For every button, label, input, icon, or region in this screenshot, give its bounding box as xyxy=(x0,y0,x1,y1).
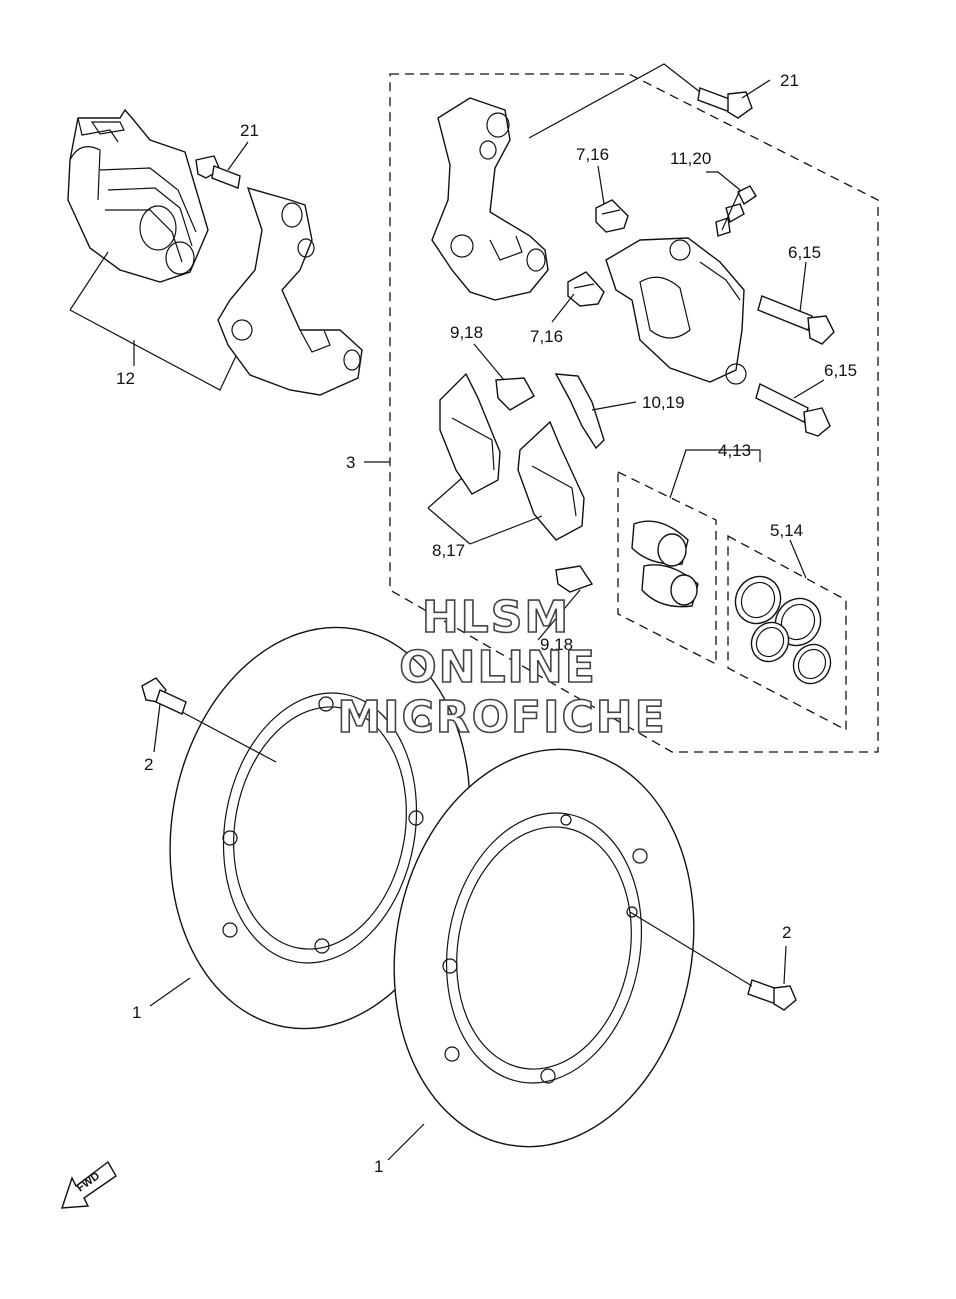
disc-bolt-2-right xyxy=(747,979,797,1011)
label-21-right: 21 xyxy=(780,71,799,90)
label-2-right: 2 xyxy=(782,923,791,942)
watermark-line-3: MICROFICHE xyxy=(337,692,666,743)
label-6-15-upper: 6,15 xyxy=(788,243,821,262)
pin-6-15-upper xyxy=(757,295,835,345)
label-7-16-upper: 7,16 xyxy=(576,145,609,164)
watermark: HLSM ONLINE MICROFICHE xyxy=(337,591,666,744)
right-caliper-body xyxy=(605,237,747,385)
bolt-21-right xyxy=(697,87,753,119)
fwd-arrow-icon: FWD xyxy=(61,1160,117,1209)
label-11-20: 11,20 xyxy=(670,149,711,168)
seals-5-14 xyxy=(734,575,832,685)
pad-spring-9-18-lower xyxy=(555,565,594,593)
label-9-18-lower: 9,18 xyxy=(540,635,573,654)
pad-spring-9-18-upper xyxy=(495,377,535,411)
boot-7-16-lower xyxy=(567,271,605,307)
label-7-16-lower: 7,16 xyxy=(530,327,563,346)
assembly-3-outline xyxy=(389,73,879,753)
label-9-18-upper: 9,18 xyxy=(450,323,483,342)
label-4-13: 4,13 xyxy=(718,441,751,460)
label-21-left: 21 xyxy=(240,121,259,140)
piston-box-4-13 xyxy=(617,470,717,666)
pistons-4-13 xyxy=(631,520,699,608)
pad-clip-10-19 xyxy=(554,373,605,450)
brake-disc-upper xyxy=(169,626,471,1030)
seal-box-5-14 xyxy=(727,534,847,732)
leader-lines xyxy=(69,63,825,1161)
boot-7-16-upper xyxy=(595,199,629,233)
brake-disc-lower xyxy=(393,748,695,1148)
left-caliper-bracket xyxy=(217,186,363,396)
label-2-left: 2 xyxy=(144,755,153,774)
watermark-line-2: ONLINE xyxy=(399,642,597,693)
brake-pads-8-17 xyxy=(439,372,585,541)
bleed-screw-11-20 xyxy=(715,185,757,237)
label-1-upper: 1 xyxy=(132,1003,141,1022)
label-1-lower: 1 xyxy=(374,1157,383,1176)
label-12: 12 xyxy=(116,369,135,388)
label-8-17: 8,17 xyxy=(432,541,465,560)
watermark-line-1: HLSM xyxy=(422,592,570,643)
label-3: 3 xyxy=(346,453,355,472)
left-caliper xyxy=(67,108,209,283)
label-6-15-lower: 6,15 xyxy=(824,361,857,380)
disc-bolt-2-left xyxy=(141,677,187,715)
label-10-19: 10,19 xyxy=(642,393,685,412)
label-5-14: 5,14 xyxy=(770,521,803,540)
bolt-21-left xyxy=(195,155,241,189)
right-caliper-bracket xyxy=(431,97,549,301)
pin-6-15-lower xyxy=(755,382,831,437)
